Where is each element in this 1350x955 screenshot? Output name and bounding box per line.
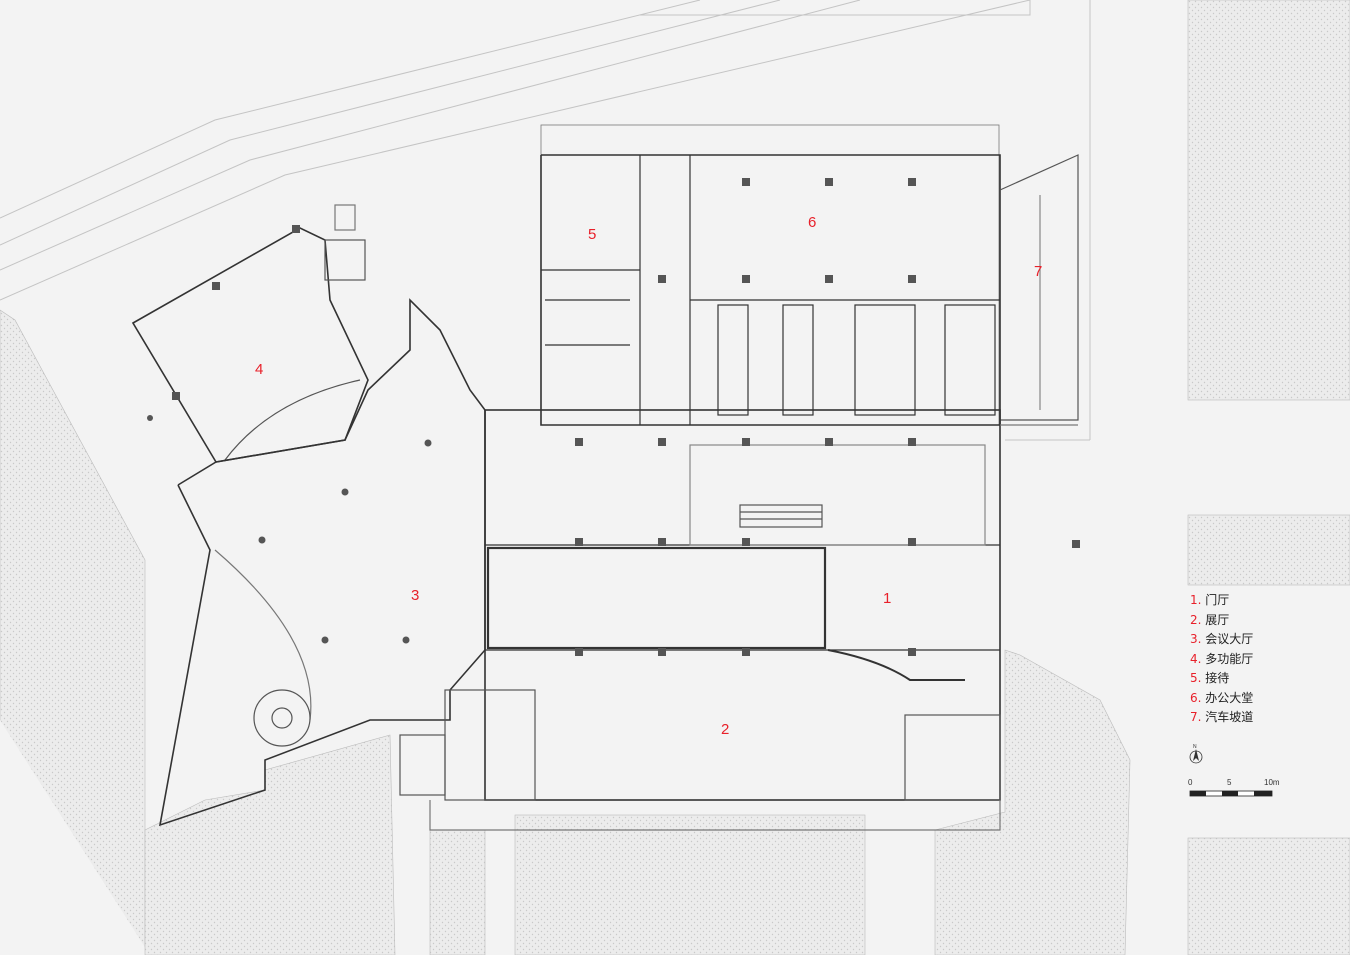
exhibition-lobby-block (484, 409, 1001, 801)
room-number-2: 2 (721, 721, 729, 738)
north-arrow: N (1189, 744, 1203, 764)
building-walls (131, 124, 1079, 831)
assembly-hall-outline (158, 298, 486, 827)
legend-label: 展厅 (1205, 612, 1230, 627)
legend-label: 多功能厅 (1205, 651, 1254, 666)
room-numbers: 1 2 3 4 5 6 7 (255, 214, 1042, 738)
north-block-wall (540, 154, 1001, 426)
legend-item: 6. 办公大堂 (1190, 689, 1300, 709)
site-roads (0, 0, 1091, 441)
hatch-strip-right-mid (1187, 514, 1350, 586)
scale-label-0: 0 (1188, 778, 1193, 787)
legend-number: 7. (1190, 710, 1202, 724)
scale-label-5: 5 (1227, 778, 1232, 787)
multi-function-hall-outline (131, 227, 369, 463)
legend-item: 1. 门厅 (1190, 591, 1300, 611)
hatch-strip-right-bottom (1187, 837, 1350, 955)
legend-label: 接待 (1205, 671, 1230, 685)
room-number-6: 6 (808, 214, 816, 231)
room-number-3: 3 (411, 587, 419, 604)
legend-item: 2. 展厅 (1190, 611, 1300, 631)
hatch-bottom-mid-1 (429, 829, 486, 955)
hatch-bottom-left (144, 734, 396, 955)
legend-item: 5. 接待 (1190, 669, 1300, 689)
legend-label: 汽车坡道 (1205, 710, 1254, 724)
scale-label-10m: 10m (1264, 778, 1280, 787)
legend-number: 1. (1190, 593, 1202, 607)
hatch-left-band-2 (0, 720, 150, 955)
north-arrow-letter: N (1193, 744, 1197, 750)
legend-number: 3. (1190, 632, 1202, 646)
room-legend: 1. 门厅 2. 展厅 3. 会议大厅 4. 多功能厅 5. 接待 6. 办公大… (1190, 591, 1300, 728)
room-number-4: 4 (255, 361, 263, 378)
car-ramp-outline (999, 154, 1079, 421)
legend-item: 3. 会议大厅 (1190, 630, 1300, 650)
north-arrow-icon (1193, 749, 1199, 761)
north-block-outline (540, 124, 1000, 426)
legend-number: 6. (1190, 690, 1202, 705)
hatch-bottom-mid-2 (514, 814, 866, 955)
room-number-5: 5 (588, 226, 596, 243)
hatch-bottom-right (934, 649, 1131, 955)
scale-bar: 0 5 10m (1188, 778, 1280, 797)
central-void (486, 546, 827, 650)
legend-number: 2. (1190, 612, 1202, 627)
escalators (739, 504, 823, 528)
legend-number: 5. (1190, 671, 1202, 685)
legend-number: 4. (1190, 651, 1202, 666)
room-number-1: 1 (883, 590, 891, 607)
legend-label: 门厅 (1205, 593, 1230, 607)
spiral-stair (253, 689, 311, 747)
legend-item: 4. 多功能厅 (1190, 650, 1300, 670)
room-number-7: 7 (1034, 263, 1042, 280)
legend-label: 办公大堂 (1205, 690, 1254, 705)
columns (147, 178, 1080, 656)
legend-label: 会议大厅 (1205, 632, 1254, 646)
legend-item: 7. 汽车坡道 (1190, 708, 1300, 728)
hatch-strip-right-top (1187, 0, 1350, 401)
